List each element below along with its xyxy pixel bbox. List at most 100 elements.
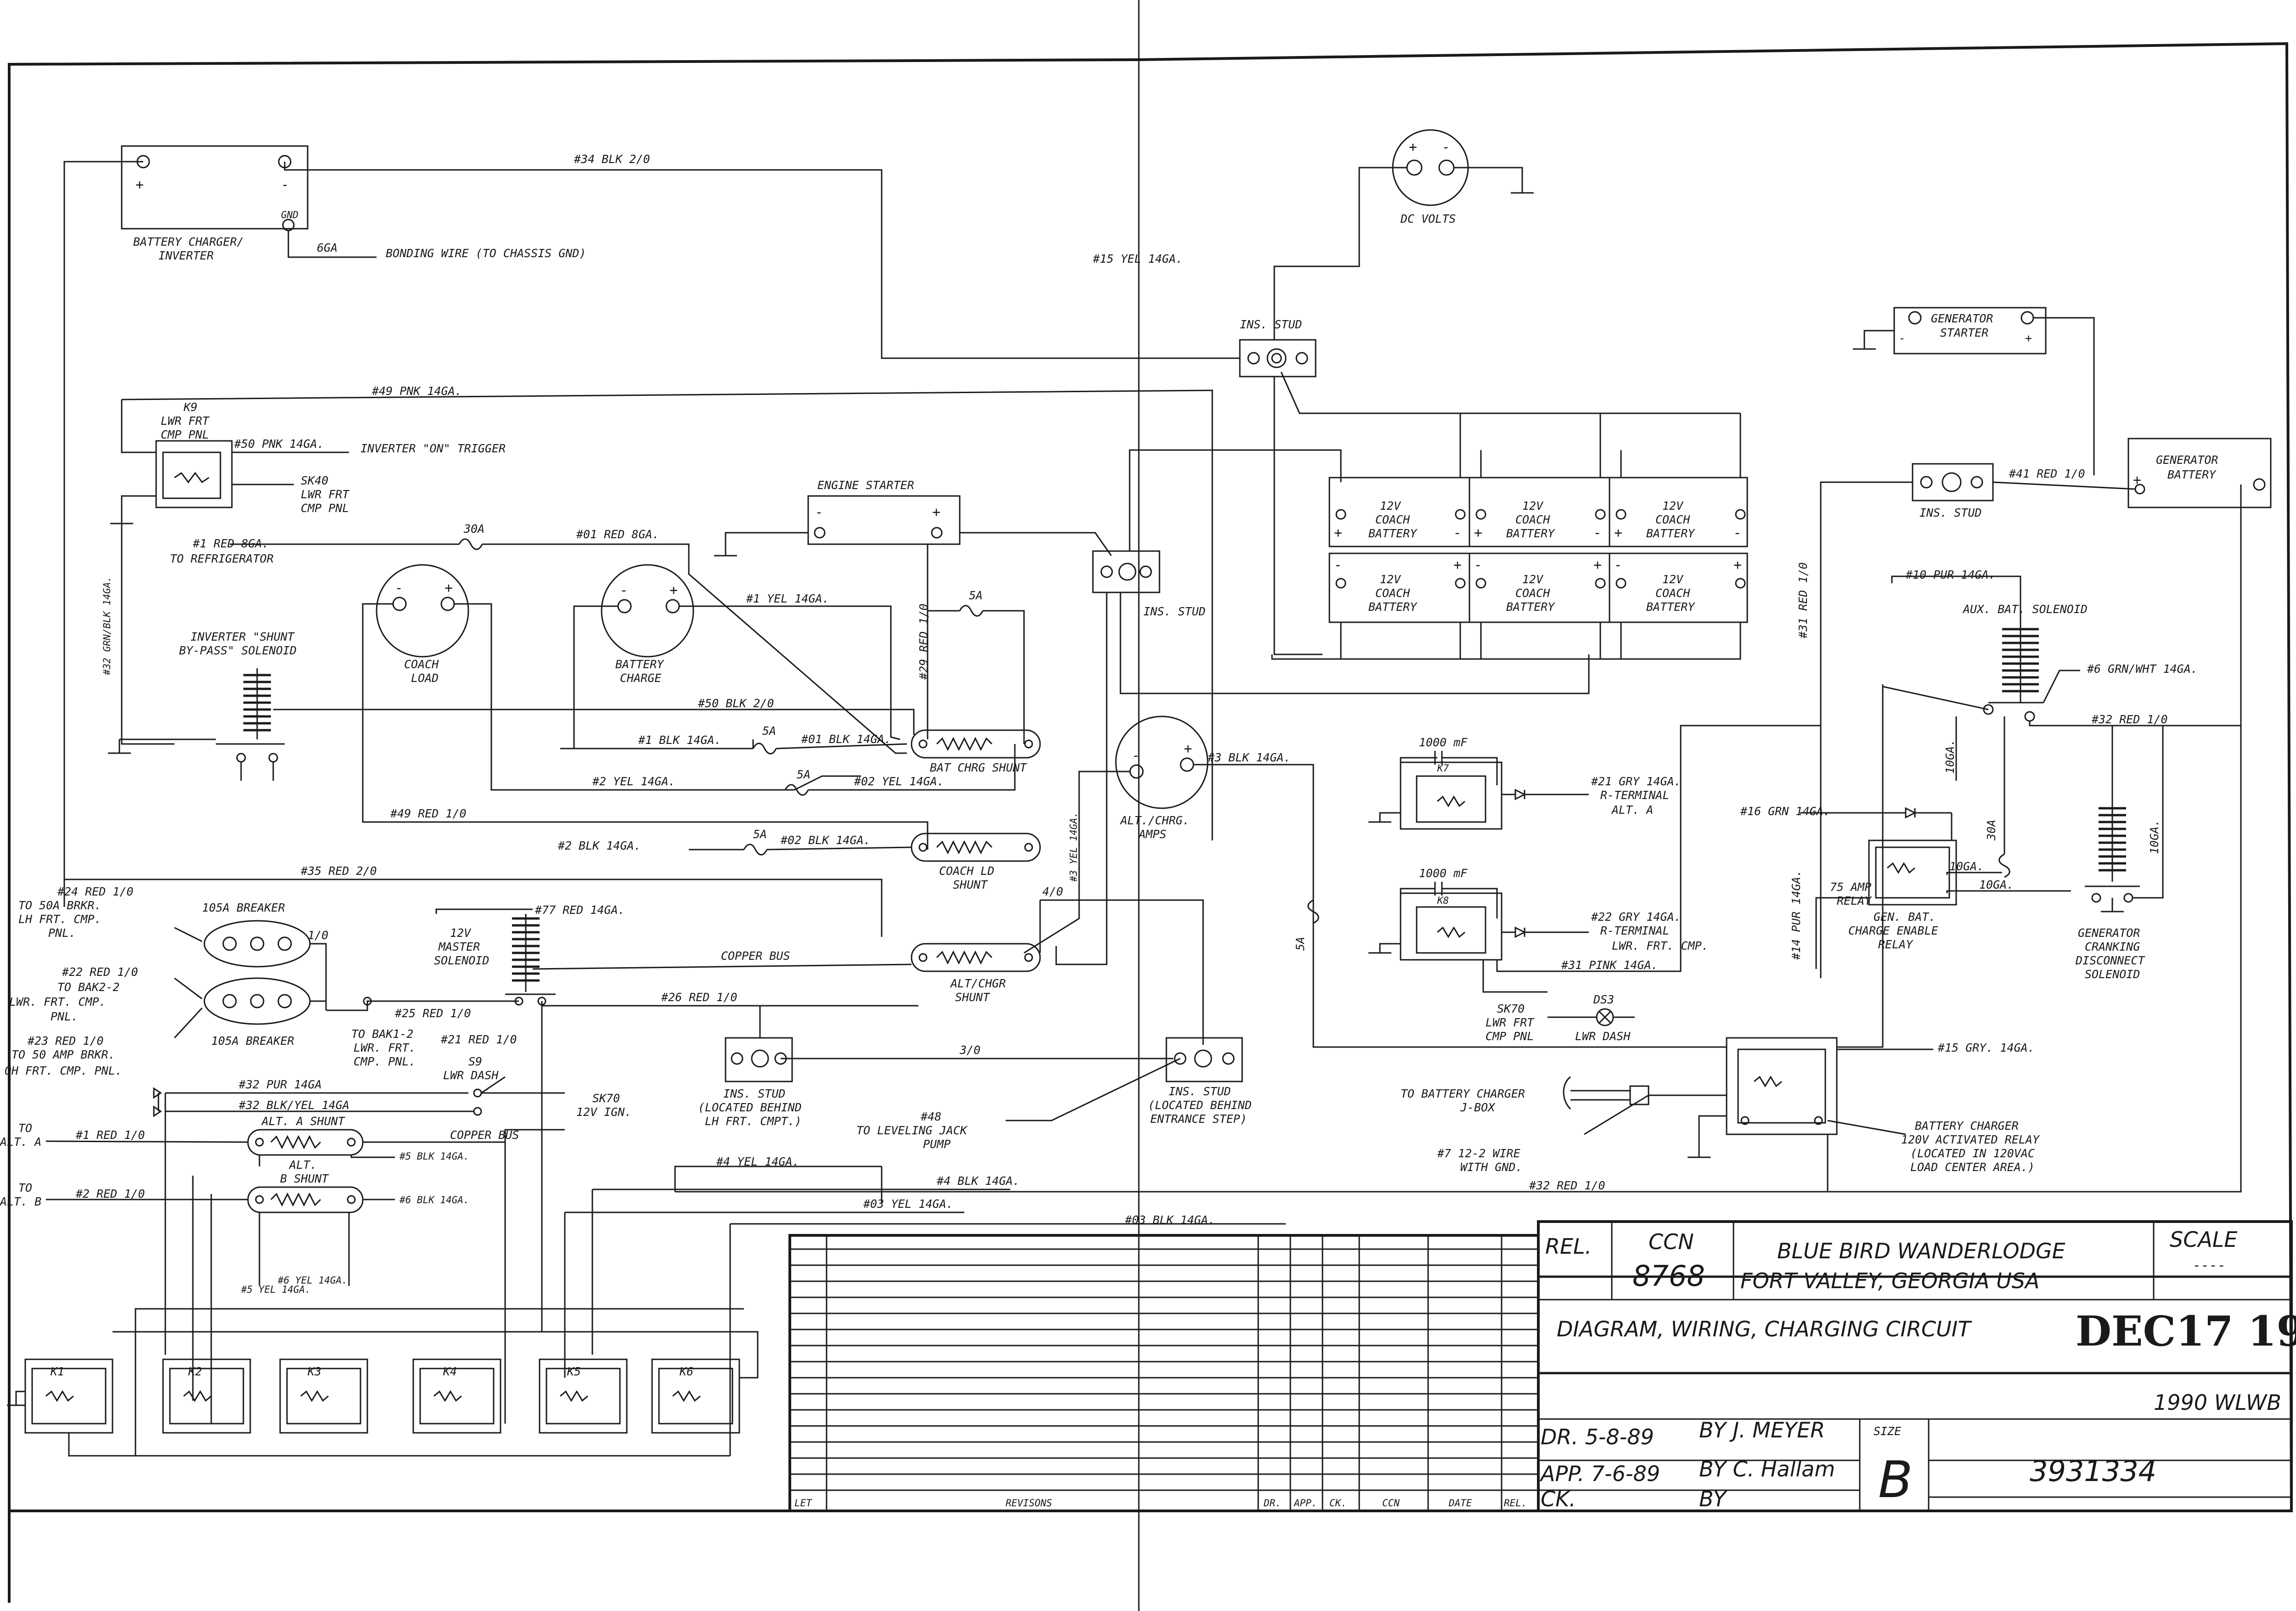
wire-22-label-a: #22 RED 1/0: [62, 965, 138, 979]
gen-cranking-solenoid: 10GA. GENERATOR CRANKING DISCONNECT SOLE…: [2075, 726, 2164, 981]
fuse-5a-top: 5A: [928, 589, 1025, 744]
to-batt-chgr-label-2: J-BOX: [1460, 1101, 1496, 1114]
svg-text:+: +: [1474, 525, 1482, 541]
svg-text:-: -: [395, 580, 403, 596]
gen-bat-label-1: GEN. BAT.: [1874, 910, 1936, 924]
ins-stud-entrance: INS. STUD (LOCATED BEHIND ENTRANCE STEP)…: [856, 1037, 1252, 1151]
rev-rel-label: REL.: [1504, 1498, 1527, 1509]
k1-label: K1: [50, 1365, 64, 1378]
gen-bat-label-3: RELAY: [1878, 938, 1913, 951]
app-label: APP. 7-6-89: [1539, 1461, 1660, 1486]
wire-50-blk-label: #50 BLK 2/0: [698, 697, 774, 710]
k9-label-a: LWR FRT: [161, 414, 210, 428]
copper-bus-top-label: COPPER BUS: [721, 949, 790, 963]
svg-text:BATTERY: BATTERY: [1506, 600, 1555, 614]
wire-2-yel: #2 YEL 14GA. 5A #02 YEL 14GA.: [491, 744, 1016, 796]
k6-label: K6: [679, 1365, 693, 1378]
to-batt-chgr-label-1: TO BATTERY CHARGER: [1401, 1087, 1525, 1100]
alt-a-shunt-label: ALT. A SHUNT: [261, 1115, 346, 1128]
k8-label: K8: [1437, 895, 1449, 906]
ins-stud-lh-label-3: LH FRT. CMPT.): [705, 1115, 802, 1128]
amp75-label: 75 AMP: [1830, 880, 1871, 894]
wire-35-red: #35 RED 2/0: [63, 864, 883, 937]
relay-k4: K4: [412, 1358, 501, 1434]
coach-ld-shunt-label-2: SHUNT: [953, 878, 988, 891]
alt-chrg-amps-label-1: ALT./CHRG.: [1120, 814, 1190, 827]
wire-23-label-a: #23 RED 1/0: [27, 1034, 104, 1048]
wire-21-red-label: #21 RED 1/0: [440, 1033, 517, 1046]
cap-k7-label: 1000 mF: [1419, 736, 1468, 749]
drawing-number: 3931334: [2030, 1454, 2156, 1488]
fuse-5a-d-label: 5A: [753, 828, 767, 841]
svg-text:12V: 12V: [1522, 573, 1544, 586]
ins-stud-right-label: INS. STUD: [1919, 506, 1981, 519]
sk40-label-a: LWR FRT: [301, 488, 350, 501]
to-alt-b-label-2: ALT. B: [0, 1195, 41, 1208]
ck-by-label: BY: [1699, 1487, 1728, 1511]
wire-35-red-label: #35 RED 2/0: [300, 864, 377, 878]
rel-label: REL.: [1545, 1234, 1592, 1259]
svg-text:BATTERY: BATTERY: [1368, 527, 1418, 540]
wire-1-red-label: #1 RED 8GA.: [192, 537, 269, 550]
wire-01-blk-label: #01 BLK 14GA.: [801, 732, 891, 746]
wire-22-red: #22 RED 1/0 TO BAK2-2 LWR. FRT. CMP. PNL…: [9, 965, 138, 1023]
wire-2-blk-label: #2 BLK 14GA.: [557, 839, 641, 852]
scale-value: ----: [2193, 1257, 2226, 1273]
lwr-dash-label: LWR DASH: [1575, 1030, 1631, 1043]
app-by-label: BY C. Hallam: [1699, 1457, 1835, 1481]
breaker-top-gauge: 1/0: [308, 929, 328, 942]
svg-text:BATTERY: BATTERY: [1506, 527, 1555, 540]
wire-41-label: #41 RED 1/0: [2009, 467, 2085, 480]
relay-k1: K1: [24, 1358, 113, 1434]
aux-bat-solenoid: #10 PUR 14GA. AUX. BAT. SOLENOID #6 GRN/…: [1796, 482, 2242, 974]
inverter-on-label: INVERTER "ON" TRIGGER: [360, 442, 506, 455]
bonding-wire: 6GA BONDING WIRE (TO CHASSIS GND): [287, 231, 586, 260]
inv-shunt-label-1: INVERTER "SHUNT: [191, 630, 295, 643]
battery-top-2: 12V COACH BATTERY + -: [1474, 499, 1606, 541]
size-label: SIZE: [1874, 1425, 1901, 1438]
charger-label-1: BATTERY CHARGER/: [133, 235, 244, 248]
svg-text:-: -: [1453, 525, 1462, 541]
wire-49-pnk: #49 PNK 14GA.: [121, 384, 1213, 840]
wire-29-label: #29 RED 1/0: [917, 603, 930, 680]
rev-dr-label: DR.: [1263, 1498, 1281, 1509]
gen-battery-label-2: BATTERY: [2167, 468, 2217, 481]
fuse-5a-c-label: 5A: [797, 768, 810, 781]
wire-3-blk-label: #3 BLK 14GA.: [1207, 751, 1291, 764]
svg-text:12V: 12V: [1662, 499, 1684, 513]
wire-01-red-label: #01 RED 8GA.: [576, 528, 659, 541]
svg-text:-: -: [1614, 557, 1622, 573]
svg-text:+: +: [135, 177, 144, 193]
revision-block: LET REVISONS DR. APP. CK. CCN DATE REL.: [788, 1234, 1540, 1512]
wire-32-red-label-1: #32 RED 1/0: [2091, 713, 2168, 726]
k9-label-b: CMP PNL: [161, 428, 209, 441]
k2-label: K2: [188, 1365, 202, 1378]
alt-b-shunt-label-2: B SHUNT: [280, 1172, 329, 1185]
svg-text:-: -: [815, 504, 823, 520]
svg-text:COACH: COACH: [1375, 513, 1410, 526]
wire-21-c-label: ALT. A: [1611, 803, 1653, 817]
alt-chgr-shunt: ALT/CHGR SHUNT: [911, 943, 1041, 1004]
fuse-30a-label: 30A: [463, 522, 484, 535]
svg-text:COACH: COACH: [1375, 586, 1410, 600]
generator-starter: - + GENERATOR STARTER: [1853, 307, 2095, 475]
rev-revisions-label: REVISONS: [1006, 1498, 1052, 1509]
ins-stud-lh-label-2: (LOCATED BEHIND: [698, 1101, 802, 1114]
wire-5-yel-label: #5 YEL 14GA.: [241, 1284, 311, 1295]
cap-k8-label: 1000 mF: [1419, 867, 1468, 880]
ins-stud-top-label: INS. STUD: [1240, 318, 1302, 331]
to-bak-label-1: TO BAK1-2: [351, 1027, 413, 1041]
gen-bat-label-2: CHARGE ENABLE: [1848, 924, 1938, 937]
svg-text:-: -: [1474, 557, 1482, 573]
k7-label: K7: [1437, 763, 1449, 774]
dr-label: DR. 5-8-89: [1541, 1425, 1654, 1449]
wire-6-grn-label: #6 GRN/WHT 14GA.: [2087, 662, 2198, 676]
gen-starter-label-2: STARTER: [1940, 326, 1988, 339]
svg-text:+: +: [1593, 557, 1602, 573]
copper-bus-top: COPPER BUS: [532, 949, 912, 970]
ins-stud-ent-label-1: INS. STUD: [1169, 1085, 1231, 1098]
wire-7-label-b: WITH GND.: [1460, 1160, 1522, 1174]
svg-text:-: -: [1733, 525, 1742, 541]
svg-text:COACH: COACH: [1655, 513, 1690, 526]
to-alt-a-label-2: ALT. A: [0, 1135, 41, 1149]
